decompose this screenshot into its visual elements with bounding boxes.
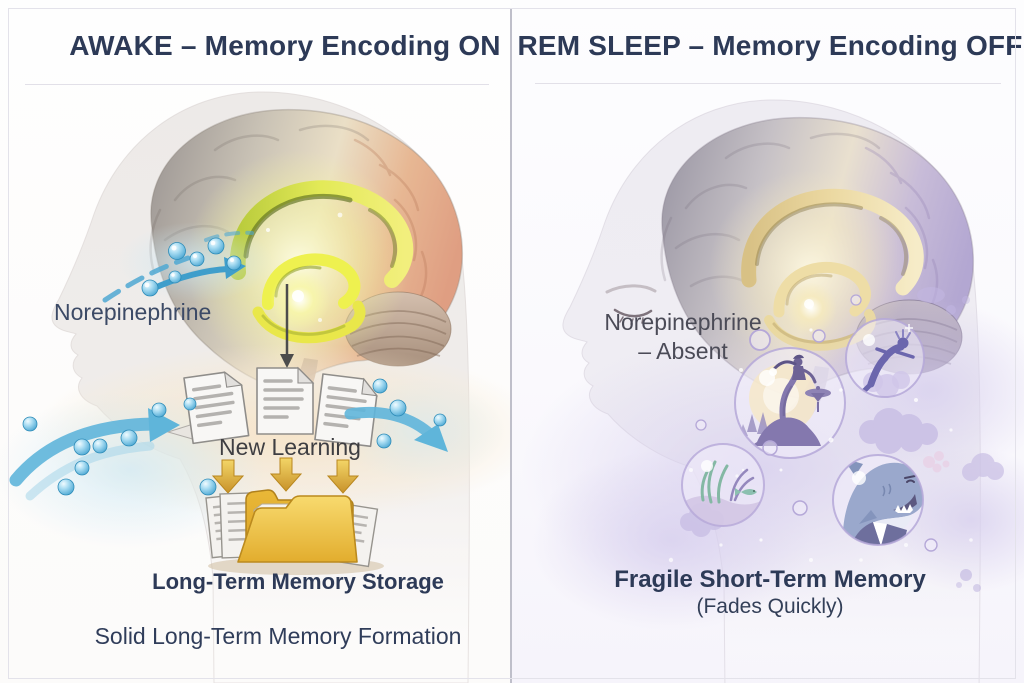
closed-eye: [605, 284, 657, 325]
awake-title-underline: [25, 84, 489, 85]
norepinephrine-absent-label: Norepinephrine – Absent: [604, 308, 761, 366]
rem-brain-illustration: [521, 99, 1024, 683]
norepinephrine-absent-line1: Norepinephrine: [604, 309, 762, 335]
dream-bubble-flying-person: [845, 318, 925, 398]
document-icons: [166, 366, 381, 449]
folder-icon: [205, 489, 384, 575]
dream-bubble-shark: [832, 451, 950, 546]
awake-title: AWAKE – Memory Encoding ON: [69, 30, 501, 61]
awake-panel: AWAKE – Memory Encoding ON: [0, 0, 511, 683]
long-term-storage-label: Long-Term Memory Storage: [152, 569, 444, 594]
small-dream-bubbles: [695, 294, 938, 552]
rem-title: REM SLEEP – Memory Encoding OFF: [517, 30, 1023, 61]
awake-caption: Solid Long-Term Memory Formation: [94, 623, 462, 649]
sparkle-dots: [668, 328, 973, 563]
fragile-memory-label: Fragile Short-Term Memory: [614, 566, 926, 593]
norepinephrine-dots: [141, 237, 242, 297]
norepinephrine-bubbles: [22, 378, 447, 496]
norepinephrine-molecules-upper: [102, 222, 273, 303]
awake-brain: [149, 108, 464, 418]
rem-title-underline: [535, 83, 1001, 84]
rem-head-profile: [562, 99, 981, 683]
dream-bubble-underwater: [681, 443, 765, 527]
dream-bubble-surreal-scene: [734, 347, 846, 459]
awake-brain-illustration: [0, 91, 511, 683]
norepinephrine-flow-arrows: [9, 378, 448, 501]
awake-limbic-glow: [186, 150, 410, 374]
norepinephrine-label: Norepinephrine: [54, 299, 212, 325]
dream-sparkle-cluster: [923, 451, 950, 473]
panel-divider: [510, 8, 512, 683]
norepinephrine-absent-line2: – Absent: [638, 338, 728, 364]
encoding-down-arrow-icon: [280, 284, 294, 368]
rem-panel: REM SLEEP – Memory Encoding OFF: [511, 0, 1024, 683]
new-learning-label: New Learning: [219, 434, 361, 460]
fades-quickly-label: (Fades Quickly): [696, 595, 844, 618]
